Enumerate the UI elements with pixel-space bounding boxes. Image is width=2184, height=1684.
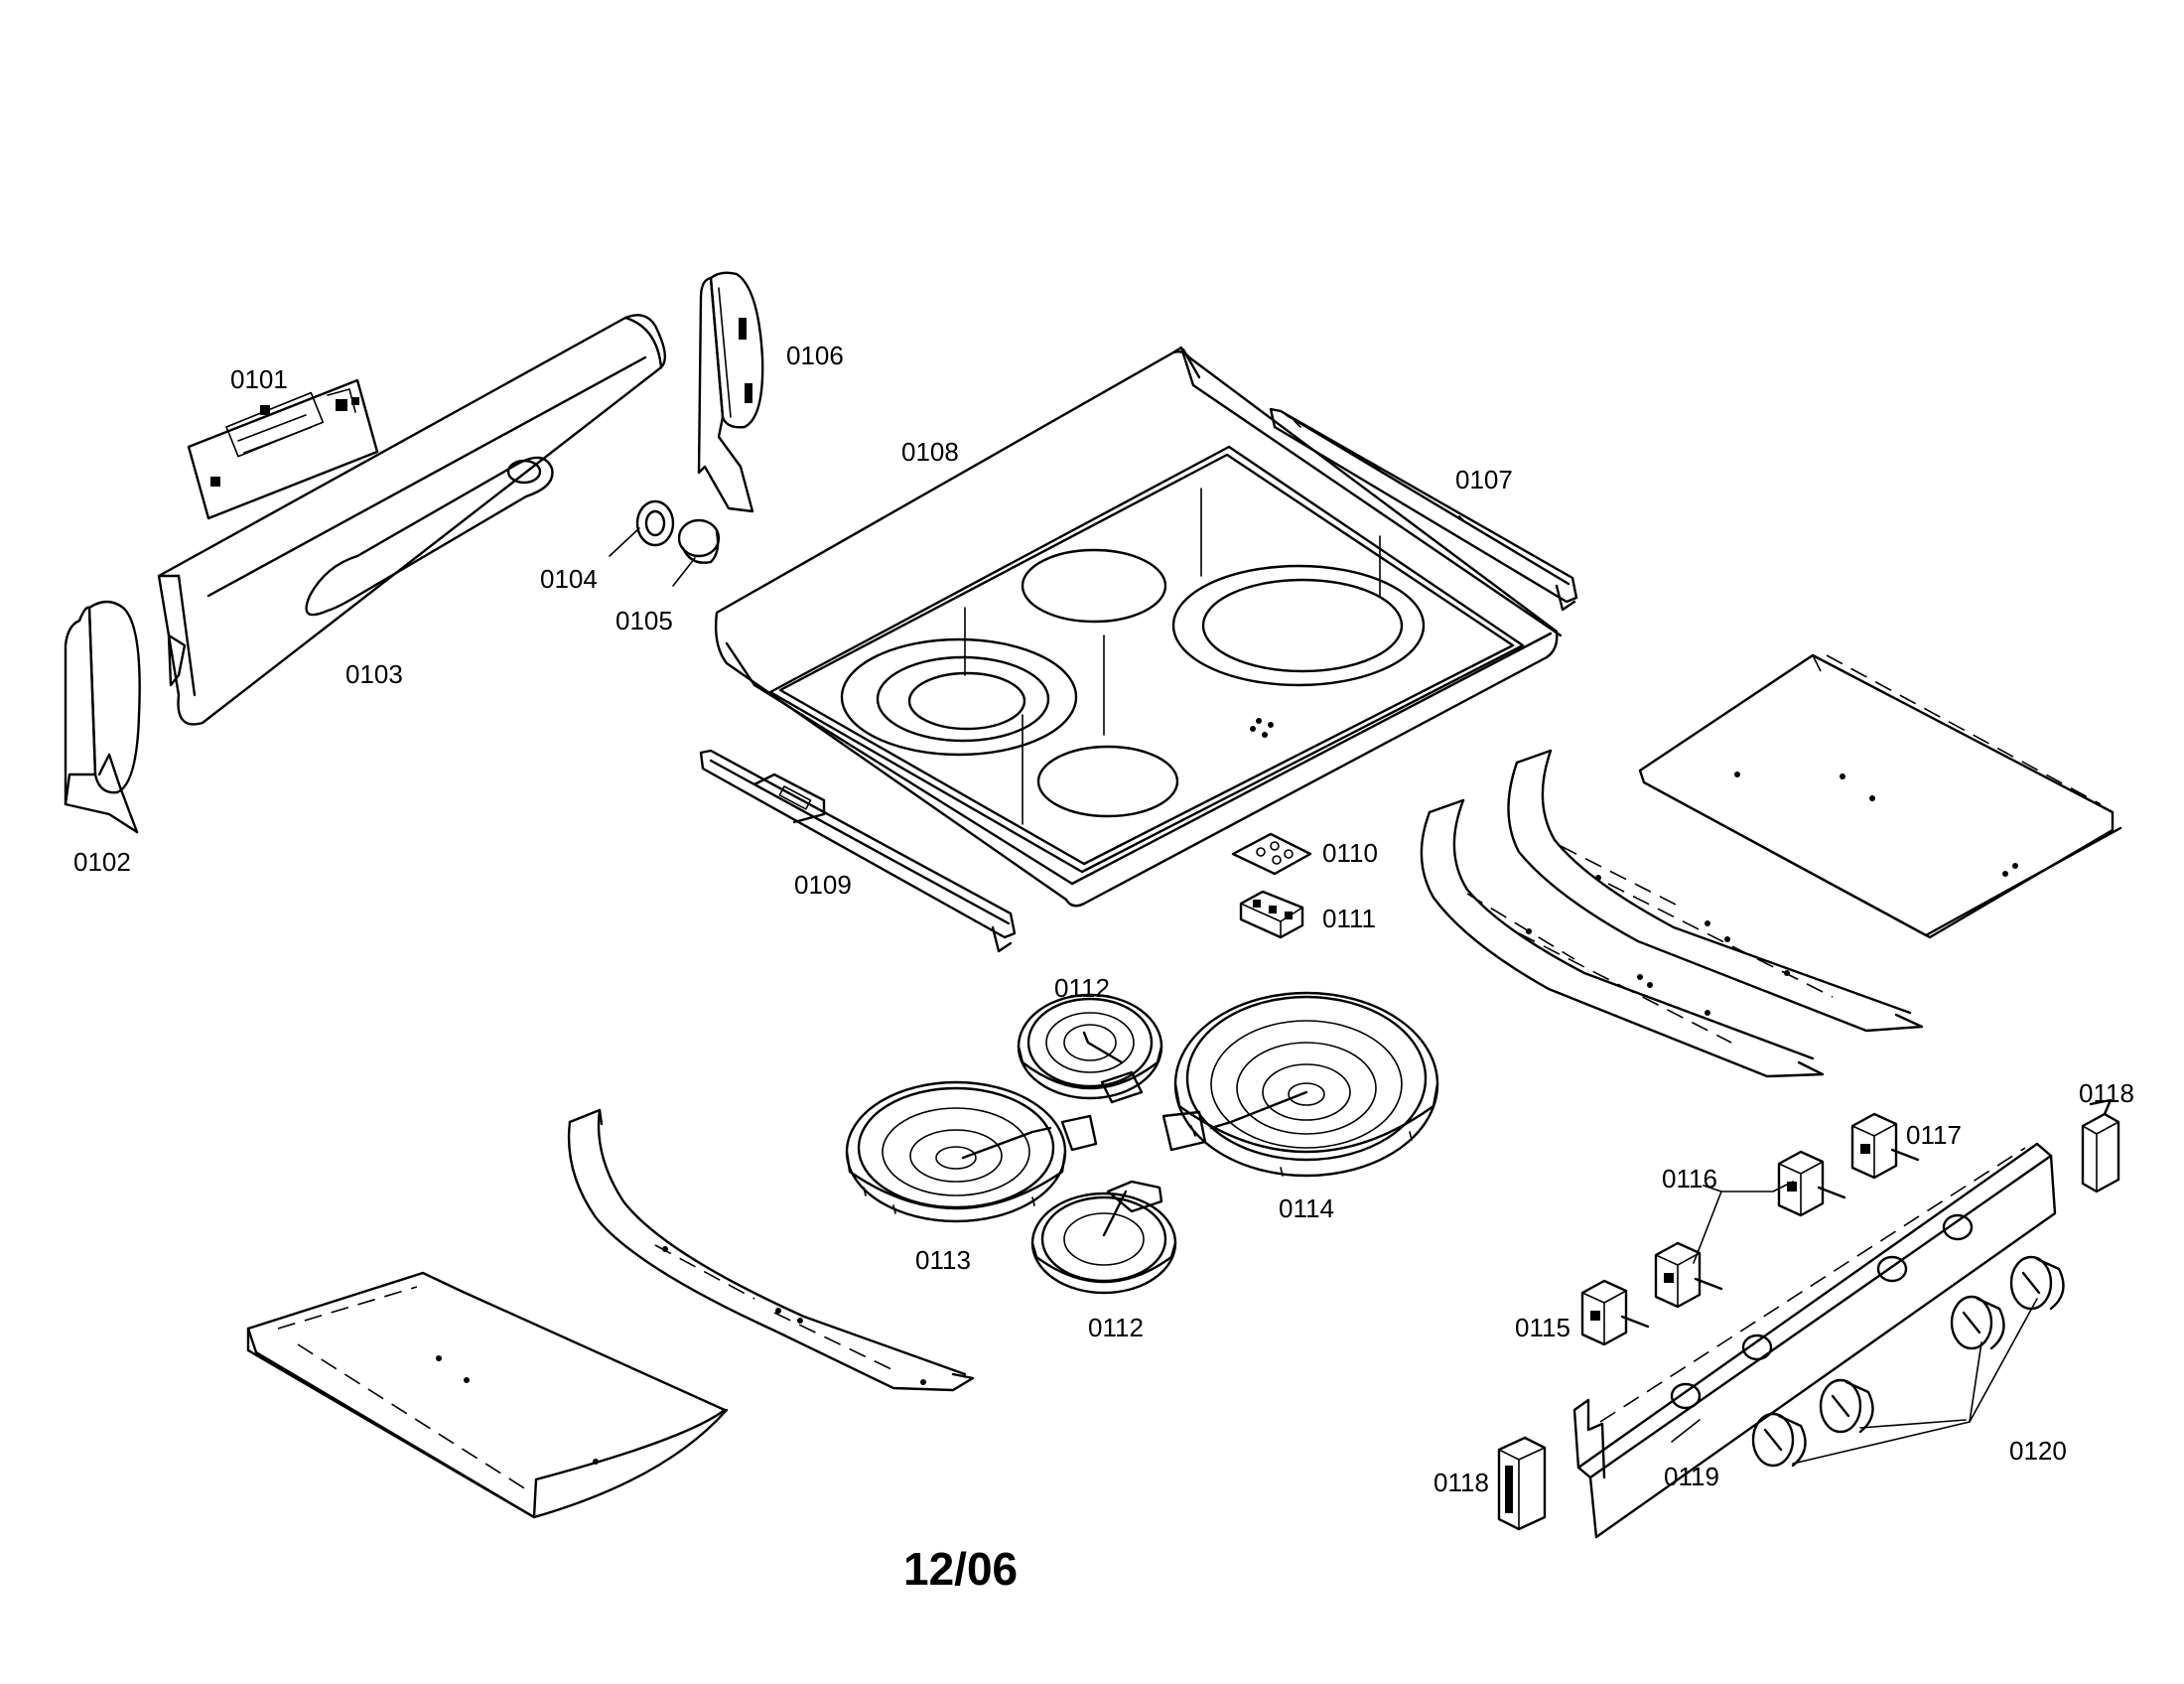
part-0110-pad [1231, 832, 1312, 876]
part-0112-burner-small-top [1017, 993, 1163, 1104]
label-0118-left: 0118 [1433, 1468, 1489, 1497]
part-0118-end-cap-left [1497, 1436, 1547, 1531]
part-0105-knob [672, 518, 721, 587]
part-0114-burner-large [1161, 991, 1439, 1178]
part-0116-switch-b [1777, 1150, 1846, 1217]
label-0112-bottom: 0112 [1088, 1313, 1144, 1342]
part-0117-switch [1850, 1112, 1920, 1180]
label-0120: 0120 [2009, 1436, 2067, 1466]
label-0115: 0115 [1515, 1313, 1570, 1342]
part-right-curved-shield-b [1507, 749, 1924, 1033]
part-0102-left-end-cap [64, 600, 141, 834]
date-code: 12/06 [903, 1543, 1018, 1595]
part-0115-switch [1580, 1279, 1650, 1346]
callout-labels: 0101 0102 0103 0104 0105 0106 0107 0108 … [73, 341, 2134, 1595]
part-0120-knob-3 [1950, 1295, 2005, 1350]
leader-lines [1671, 1181, 2038, 1465]
label-0104: 0104 [540, 564, 598, 594]
label-0118-right: 0118 [2079, 1078, 2134, 1108]
label-0101: 0101 [230, 364, 288, 394]
label-0119: 0119 [1664, 1462, 1719, 1491]
part-0120-knob-4 [2009, 1255, 2065, 1311]
label-0106: 0106 [786, 341, 844, 370]
part-0113-burner-dual [845, 1080, 1098, 1223]
part-bottom-front-pan [246, 1271, 729, 1519]
part-rear-heat-shield [1638, 653, 2122, 939]
label-0107: 0107 [1455, 465, 1513, 494]
part-0103-backguard-panel [157, 314, 667, 726]
part-0119-control-panel [1572, 1142, 2057, 1539]
label-0108: 0108 [901, 437, 959, 467]
part-0108-cooktop [714, 346, 1563, 908]
part-0118-end-cap-right [2081, 1098, 2120, 1193]
part-0112-burner-small-bottom [1030, 1180, 1177, 1295]
part-0111-terminal-block [1239, 890, 1304, 939]
part-0104-bezel-ring [609, 499, 675, 557]
part-0101-control-board [187, 378, 379, 520]
label-0109: 0109 [794, 870, 852, 900]
label-0103: 0103 [345, 659, 403, 689]
label-0110: 0110 [1322, 838, 1378, 868]
label-0102: 0102 [73, 847, 131, 877]
label-0113: 0113 [915, 1245, 971, 1275]
part-0109-front-trim [699, 749, 1017, 953]
part-0106-right-end-cap [697, 271, 764, 513]
part-front-curved-shield [567, 1108, 975, 1392]
label-0112-top: 0112 [1054, 973, 1110, 1003]
part-0107-rear-trim [1269, 407, 1578, 612]
label-0114: 0114 [1279, 1193, 1334, 1223]
label-0116: 0116 [1662, 1164, 1717, 1193]
part-0116-switch-a [1654, 1241, 1723, 1309]
label-0111: 0111 [1322, 904, 1376, 933]
label-0117: 0117 [1906, 1120, 1962, 1150]
part-0120-knob-2 [1819, 1378, 1874, 1434]
part-right-curved-shield-a [1420, 798, 1825, 1078]
label-0105: 0105 [615, 606, 673, 635]
